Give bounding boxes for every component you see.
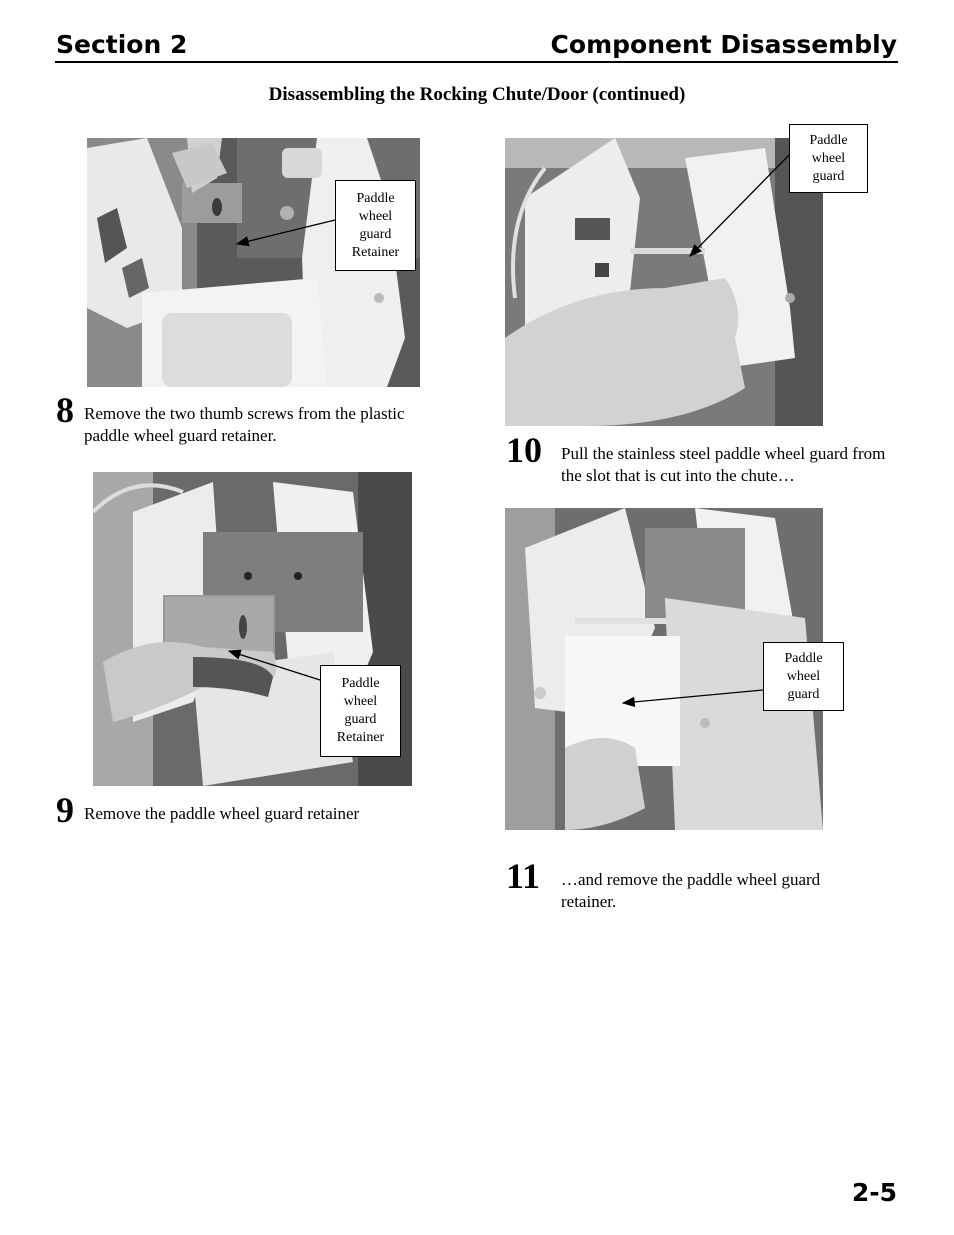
section-title: Component Disassembly [550,30,897,59]
callout-step-9: Paddle wheel guard Retainer [320,665,401,757]
step-8-text: Remove the two thumb screws from the pla… [84,404,405,445]
photo-step-11 [505,508,823,830]
callout-step-10: Paddle wheel guard [789,124,868,193]
step-9-text: Remove the paddle wheel guard retainer [84,804,360,823]
photo-step-8 [87,138,420,387]
step-8-number: 8 [56,390,74,430]
page-number: 2-5 [851,1178,897,1207]
step-9-number: 9 [56,790,74,830]
step-10-text: Pull the stainless steel paddle wheel gu… [561,444,886,485]
header-rule [55,61,898,63]
step-11-text: …and remove the paddle wheel guard retai… [561,870,821,911]
step-11-number: 11 [506,856,541,896]
callout-step-8: Paddle wheel guard Retainer [335,180,416,271]
photo-step-10 [505,138,823,426]
step-10-number: 10 [506,430,542,470]
page-subtitle: Disassembling the Rocking Chute/Door (co… [268,84,686,105]
callout-step-11: Paddle wheel guard [763,642,844,711]
section-label: Section 2 [56,30,188,59]
